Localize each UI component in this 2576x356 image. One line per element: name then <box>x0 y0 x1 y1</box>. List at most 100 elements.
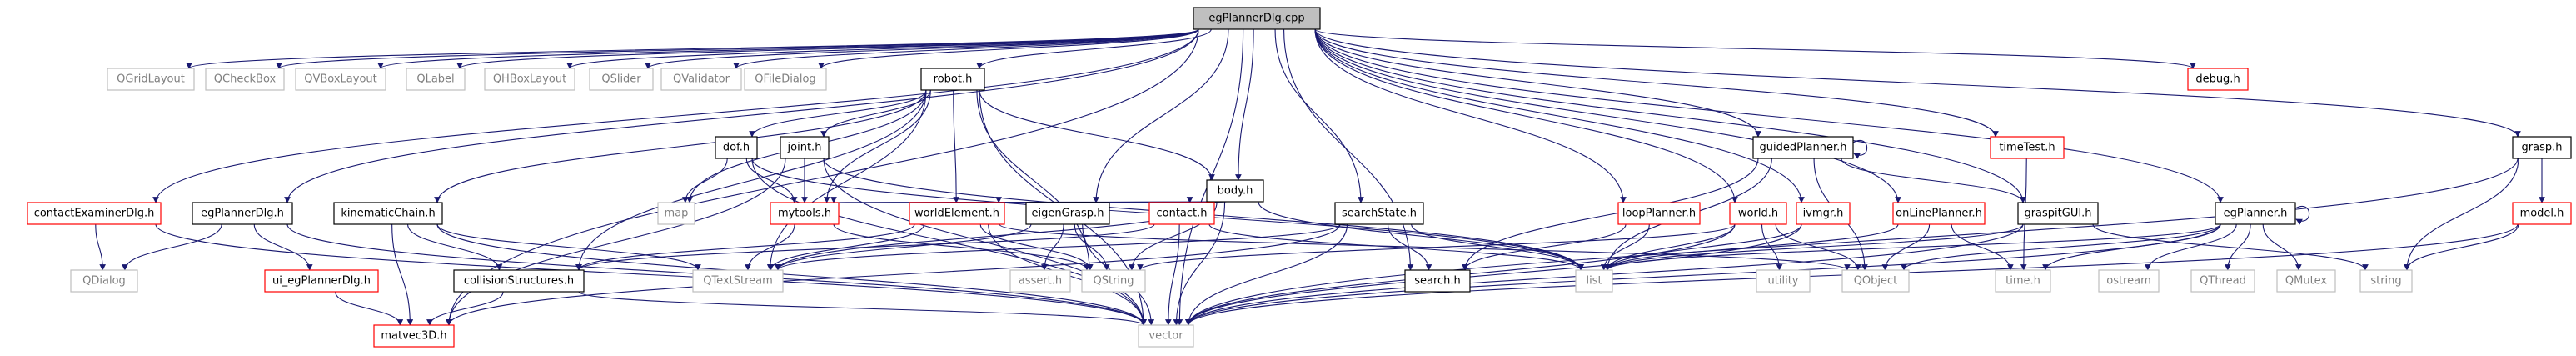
node-label-map: map <box>665 208 689 220</box>
node-label-assert_h: assert.h <box>1019 275 1062 288</box>
node-searchState_h[interactable]: searchState.h <box>1334 202 1424 225</box>
edge-egPlannerDlg_cpp-to-debug_h <box>1314 28 2196 69</box>
node-onLinePlanner_h[interactable]: onLinePlanner.h <box>1892 202 1986 225</box>
node-utility: utility <box>1756 269 1811 293</box>
edge-egPlanner_h-to-ostream <box>2144 223 2237 271</box>
node-world_h[interactable]: world.h <box>1729 202 1787 225</box>
node-label-world_h: world.h <box>1738 208 1778 220</box>
node-QGridLayout: QGridLayout <box>107 68 195 91</box>
edge-dof_h-to-vector <box>751 158 1147 326</box>
node-label-QHBoxLayout: QHBoxLayout <box>493 73 566 86</box>
edge-dof_h-to-mytools_h <box>745 158 798 203</box>
node-label-timeTest_h: timeTest.h <box>1999 142 2055 154</box>
node-joint_h[interactable]: joint.h <box>780 136 830 159</box>
node-label-grasp_h: grasp.h <box>2522 142 2563 154</box>
node-loopPlanner_h[interactable]: loopPlanner.h <box>1617 202 1701 225</box>
edge-egPlannerDlg_cpp-to-onLinePlanner_h <box>1314 28 1901 203</box>
node-robot_h[interactable]: robot.h <box>920 68 985 91</box>
node-label-list: list <box>1586 275 1602 288</box>
node-box-contact_h <box>1148 202 1215 225</box>
node-box-joint_h <box>780 136 830 159</box>
node-collisionStructures_h[interactable]: collisionStructures.h <box>453 269 585 293</box>
node-label-QCheckBox: QCheckBox <box>214 73 277 86</box>
node-label-contact_h: contact.h <box>1156 208 1207 220</box>
node-label-debug_h: debug.h <box>2195 73 2240 86</box>
node-box-debug_h <box>2187 68 2249 91</box>
node-ostream: ostream <box>2098 269 2160 293</box>
node-label-matvec3D_h: matvec3D.h <box>381 330 446 343</box>
node-guidedPlanner_h[interactable]: guidedPlanner.h <box>1752 136 1854 159</box>
edge-egPlannerDlg_cpp-to-QFileDialog <box>818 28 1199 69</box>
node-label-QValidator: QValidator <box>673 73 730 86</box>
node-vector: vector <box>1138 324 1194 348</box>
node-dof_h[interactable]: dof.h <box>715 136 758 159</box>
edge-egPlannerDlg_cpp-to-world_h <box>1314 28 1738 203</box>
node-label-search_h: search.h <box>1414 275 1461 288</box>
node-debug_h[interactable]: debug.h <box>2187 68 2249 91</box>
node-label-searchState_h: searchState.h <box>1342 208 1417 220</box>
node-box-QHBoxLayout <box>484 68 575 91</box>
node-box-ivmgr_h <box>1796 202 1851 225</box>
node-box-worldElement_h <box>909 202 1005 225</box>
node-search_h[interactable]: search.h <box>1404 269 1471 293</box>
node-contactExaminerDlg_h[interactable]: contactExaminerDlg.h <box>27 202 162 225</box>
node-QFileDialog: QFileDialog <box>744 68 827 91</box>
node-mytools_h[interactable]: mytools.h <box>770 202 840 225</box>
node-QValidator: QValidator <box>660 68 742 91</box>
edge-mytools_h-to-QString <box>833 223 1090 271</box>
node-egPlannerDlg_h[interactable]: egPlannerDlg.h <box>192 202 293 225</box>
edge-onLinePlanner_h-to-time_h <box>1951 223 2014 271</box>
edge-contactExaminerDlg_h-to-vector <box>155 223 1147 326</box>
node-worldElement_h[interactable]: worldElement.h <box>909 202 1005 225</box>
edge-kinematicChain_h-to-QTextStream <box>436 223 701 271</box>
node-label-onLinePlanner_h: onLinePlanner.h <box>1896 208 1982 220</box>
edge-eigenGrasp_h-to-QTextStream <box>775 223 1032 271</box>
node-box-QVBoxLayout <box>295 68 386 91</box>
node-box-time_h <box>1995 269 2051 293</box>
edge-contact_h-to-vector <box>1165 223 1180 326</box>
edge-grasp_h-to-vector <box>1185 158 2519 326</box>
edge-egPlannerDlg_cpp-to-guidedPlanner_h <box>1314 28 1761 138</box>
edge-model_h-to-string <box>2404 223 2519 271</box>
node-QMutex: QMutex <box>2276 269 2336 293</box>
node-egPlanner_h[interactable]: egPlanner.h <box>2215 202 2296 225</box>
node-kinematicChain_h[interactable]: kinematicChain.h <box>333 202 443 225</box>
node-label-utility: utility <box>1768 275 1799 288</box>
node-label-worldElement_h: worldElement.h <box>914 208 999 220</box>
node-assert_h: assert.h <box>1009 269 1071 293</box>
node-box-world_h <box>1729 202 1787 225</box>
edge-collisionStructures_h-to-vector <box>578 291 1147 326</box>
node-body_h[interactable]: body.h <box>1206 179 1264 203</box>
edge-body_h-to-vector <box>1173 201 1226 326</box>
node-label-loopPlanner_h: loopPlanner.h <box>1622 208 1696 220</box>
node-eigenGrasp_h[interactable]: eigenGrasp.h <box>1025 202 1110 225</box>
node-matvec3D_h[interactable]: matvec3D.h <box>373 324 455 348</box>
edge-searchState_h-to-list <box>1411 223 1584 271</box>
edge-robot_h-to-mytools_h <box>823 89 931 203</box>
node-contact_h[interactable]: contact.h <box>1148 202 1215 225</box>
node-grasp_h[interactable]: grasp.h <box>2512 136 2572 159</box>
node-box-QFileDialog <box>744 68 827 91</box>
node-box-egPlannerDlg_cpp <box>1193 7 1321 30</box>
node-ivmgr_h[interactable]: ivmgr.h <box>1796 202 1851 225</box>
node-model_h[interactable]: model.h <box>2512 202 2572 225</box>
node-timeTest_h[interactable]: timeTest.h <box>1990 136 2065 159</box>
node-box-QMutex <box>2276 269 2336 293</box>
node-label-kinematicChain_h: kinematicChain.h <box>341 208 435 220</box>
node-label-time_h: time.h <box>2005 275 2040 288</box>
edge-egPlannerDlg_cpp-to-body_h <box>1235 28 1254 181</box>
node-egPlannerDlg_cpp[interactable]: egPlannerDlg.cpp <box>1193 7 1321 30</box>
node-ui_egPlannerDlg_h[interactable]: ui_egPlannerDlg.h <box>264 269 379 293</box>
node-graspitGUI_h[interactable]: graspitGUI.h <box>2017 202 2099 225</box>
edge-worldElement_h-to-QString <box>979 223 1094 271</box>
node-label-graspitGUI_h: graspitGUI.h <box>2024 208 2091 220</box>
edge-egPlanner_h-to-list <box>1604 223 2221 271</box>
edge-guidedPlanner_h-to-guidedPlanner_h <box>1852 140 1868 159</box>
edge-egPlannerDlg_h-to-QDialog <box>122 223 222 271</box>
edge-world_h-to-list <box>1604 223 1736 271</box>
edge-egPlannerDlg_cpp-to-QGridLayout <box>186 28 1199 69</box>
node-label-ui_egPlannerDlg_h: ui_egPlannerDlg.h <box>272 275 371 288</box>
node-label-joint_h: joint.h <box>787 142 822 154</box>
edge-worldElement_h-to-collisionStructures_h <box>575 223 915 271</box>
edge-egPlannerDlg_cpp-to-contactExaminerDlg_h <box>152 28 1199 203</box>
